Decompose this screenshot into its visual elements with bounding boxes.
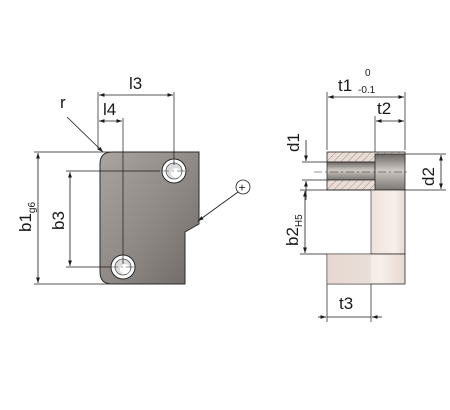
label-t2: t2 <box>377 99 391 118</box>
section-lower-body <box>370 189 406 255</box>
label-t1: t1 <box>338 76 352 95</box>
label-d2: d2 <box>419 167 438 186</box>
label-d1: d1 <box>284 133 303 152</box>
label-t1-upper-tol: 0 <box>365 68 371 79</box>
label-plus: + <box>239 181 246 195</box>
label-l3: l3 <box>129 74 142 93</box>
plus-marker <box>235 179 251 195</box>
label-r: r <box>60 93 66 112</box>
leader-r <box>66 116 104 153</box>
leader-plus <box>197 191 239 222</box>
front-view: l3 l4 r b1g6 b3 + <box>16 74 251 285</box>
label-t3: t3 <box>339 294 353 313</box>
label-b3: b3 <box>49 211 68 230</box>
label-b1: b1g6 <box>16 202 38 232</box>
label-l4: l4 <box>103 100 116 119</box>
section-mid-hatch <box>326 179 376 191</box>
section-view: t1 0 -0.1 t2 d1 d2 <box>283 68 446 322</box>
label-b2: b2H5 <box>283 214 305 246</box>
section-foot <box>326 253 406 285</box>
plate-body <box>99 151 200 285</box>
bore <box>326 161 376 181</box>
label-t1-lower-tol: -0.1 <box>358 85 376 96</box>
